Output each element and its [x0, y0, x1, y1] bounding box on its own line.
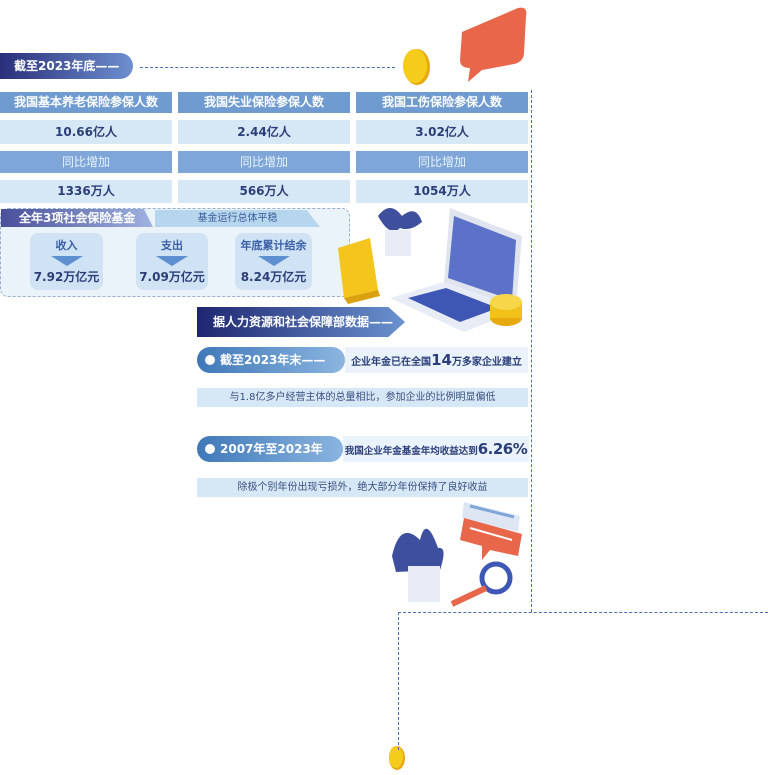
header-pill: 截至2023年底——: [0, 53, 133, 79]
fact-note: 除极个别年份出现亏损外，绝大部分年份保持了良好收益: [197, 478, 528, 497]
column-header: 我国工伤保险参保人数: [356, 92, 528, 113]
fund-subtitle: 基金运行总体平稳: [155, 210, 320, 227]
fact-text: 企业年金已在全国14万多家企业建立: [345, 347, 528, 373]
participants-value: 3.02亿人: [356, 120, 528, 144]
column-header: 我国基本养老保险参保人数: [0, 92, 172, 113]
fact-pre: 我国企业年金基金年均收益达到: [344, 446, 478, 457]
change-label: 同比增加: [0, 151, 172, 173]
card-label: 支出: [161, 239, 183, 252]
connector-line: [398, 612, 399, 750]
divider: [140, 67, 395, 68]
connector-line: [531, 90, 532, 612]
fund-card-expense: 支出 7.09万亿元: [136, 233, 208, 290]
change-label: 同比增加: [178, 151, 350, 173]
participants-value: 10.66亿人: [0, 120, 172, 144]
arrow-down-icon: [257, 256, 290, 266]
card-label: 收入: [55, 239, 78, 252]
change-label: 同比增加: [356, 151, 528, 173]
change-value: 1054万人: [356, 180, 528, 203]
speech-bubble-icon: [460, 7, 527, 83]
fund-card-income: 收入 7.92万亿元: [30, 233, 103, 290]
fact-post: 万多家企业建立: [451, 357, 522, 368]
card-value: 7.92万亿元: [33, 270, 100, 284]
laptop-illustration: [338, 208, 522, 332]
change-value: 1336万人: [0, 180, 172, 203]
period-label: 截至2023年末——: [220, 353, 326, 367]
period-label: 2007年至2023年——: [205, 442, 323, 482]
fact-text: 我国企业年金基金年均收益达到6.26%: [343, 436, 529, 462]
card-value: 8.24万亿元: [240, 270, 307, 284]
period-pill: 2007年至2023年——: [197, 436, 343, 482]
fund-title: 全年3项社会保险基金: [1, 209, 153, 227]
bullet-icon: [205, 444, 215, 454]
plant-magnifier-illustration: [392, 502, 522, 607]
fact-number: 14: [431, 351, 452, 369]
arrow-down-icon: [156, 256, 188, 266]
change-value: 566万人: [178, 180, 350, 203]
card-label: 年底累计结余: [240, 239, 307, 252]
fact-pre: 企业年金已在全国: [351, 357, 432, 368]
coin-icon: [403, 49, 430, 85]
section-banner: 据人力资源和社会保障部数据——: [197, 307, 405, 337]
fact-note: 与1.8亿多户经营主体的总量相比，参加企业的比例明显偏低: [197, 388, 528, 407]
card-value: 7.09万亿元: [139, 270, 205, 284]
fact-number: 6.26%: [477, 440, 528, 458]
fund-card-balance: 年底累计结余 8.24万亿元: [235, 233, 312, 290]
arrow-down-icon: [50, 256, 83, 266]
column-header: 我国失业保险参保人数: [178, 92, 350, 113]
bullet-icon: [205, 355, 215, 365]
period-pill: 截至2023年末——: [197, 347, 345, 373]
coin-icon: [389, 746, 405, 770]
connector-line: [398, 612, 768, 613]
participants-value: 2.44亿人: [178, 120, 350, 144]
